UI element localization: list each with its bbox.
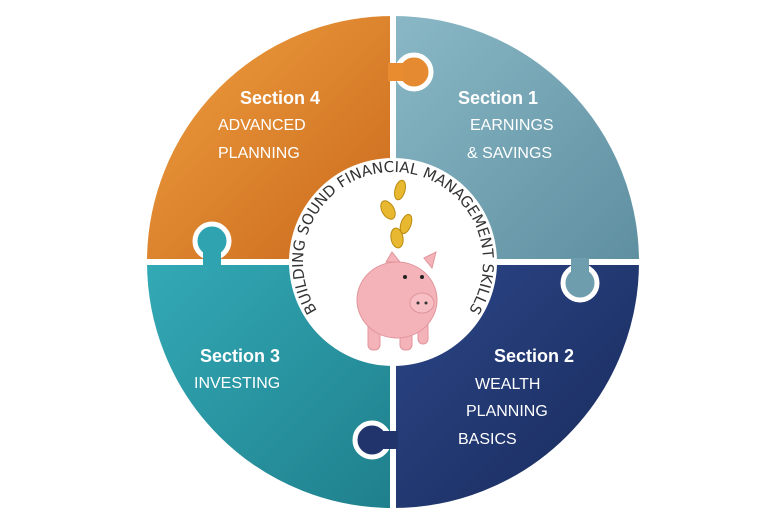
- svg-text:Section 4: Section 4: [240, 88, 320, 108]
- coins-icon: [380, 179, 413, 249]
- svg-text:ADVANCED: ADVANCED: [218, 117, 306, 134]
- svg-text:PLANNING: PLANNING: [466, 403, 548, 420]
- svg-text:Section 3: Section 3: [200, 346, 280, 366]
- svg-text:& SAVINGS: & SAVINGS: [467, 145, 552, 162]
- section-2-label: Section 2 WEALTH PLANNING BASICS: [458, 346, 574, 448]
- piggy-bank-icon: [356, 251, 438, 351]
- svg-text:INVESTING: INVESTING: [194, 375, 280, 392]
- section-3-label: Section 3 INVESTING: [194, 346, 280, 392]
- section-1-label: Section 1 EARNINGS & SAVINGS: [458, 88, 554, 162]
- knob-section-2: [352, 420, 398, 460]
- section-4-label: Section 4 ADVANCED PLANNING: [218, 88, 320, 162]
- knob-section-3: [192, 221, 232, 266]
- svg-text:PLANNING: PLANNING: [218, 145, 300, 162]
- svg-text:WEALTH: WEALTH: [475, 376, 540, 393]
- svg-text:BASICS: BASICS: [458, 431, 517, 448]
- svg-text:Section 1: Section 1: [458, 88, 538, 108]
- knob-section-4: [388, 52, 434, 92]
- svg-text:Section 2: Section 2: [494, 346, 574, 366]
- knob-section-1: [560, 258, 600, 303]
- svg-text:EARNINGS: EARNINGS: [470, 117, 554, 134]
